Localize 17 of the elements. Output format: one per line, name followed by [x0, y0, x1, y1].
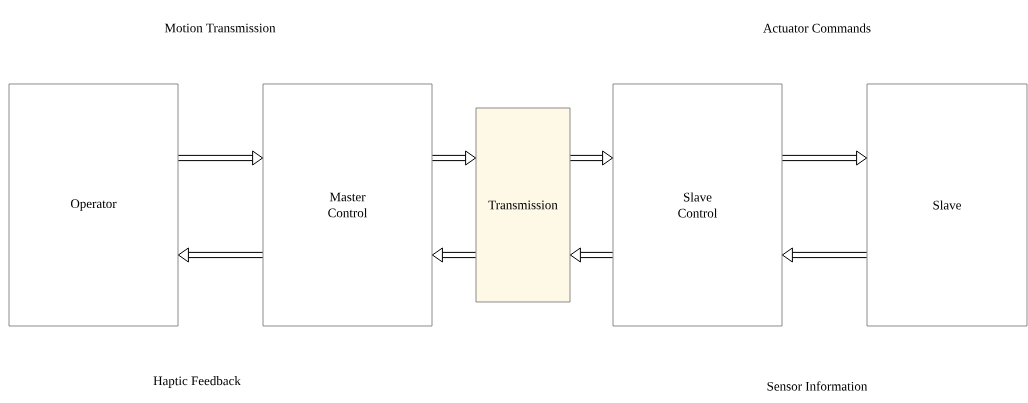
double-arrow — [569, 150, 614, 166]
flow-label: Actuator Commands — [763, 23, 871, 33]
block-box: Slave Control — [612, 83, 783, 327]
double-arrow — [177, 150, 264, 166]
block-box: Master Control — [262, 83, 433, 327]
double-arrow — [781, 150, 868, 166]
block-box: Transmission — [475, 107, 571, 303]
flow-label: Motion Transmission — [164, 23, 276, 33]
double-arrow — [569, 247, 614, 263]
flow-label: Sensor Information — [767, 381, 868, 391]
block-box: Slave — [866, 83, 1028, 327]
flow-label: Haptic Feedback — [153, 376, 241, 388]
double-arrow — [431, 150, 477, 166]
double-arrow — [781, 247, 868, 263]
double-arrow — [431, 247, 477, 263]
double-arrow — [177, 247, 264, 263]
block-box: Operator — [8, 83, 179, 327]
